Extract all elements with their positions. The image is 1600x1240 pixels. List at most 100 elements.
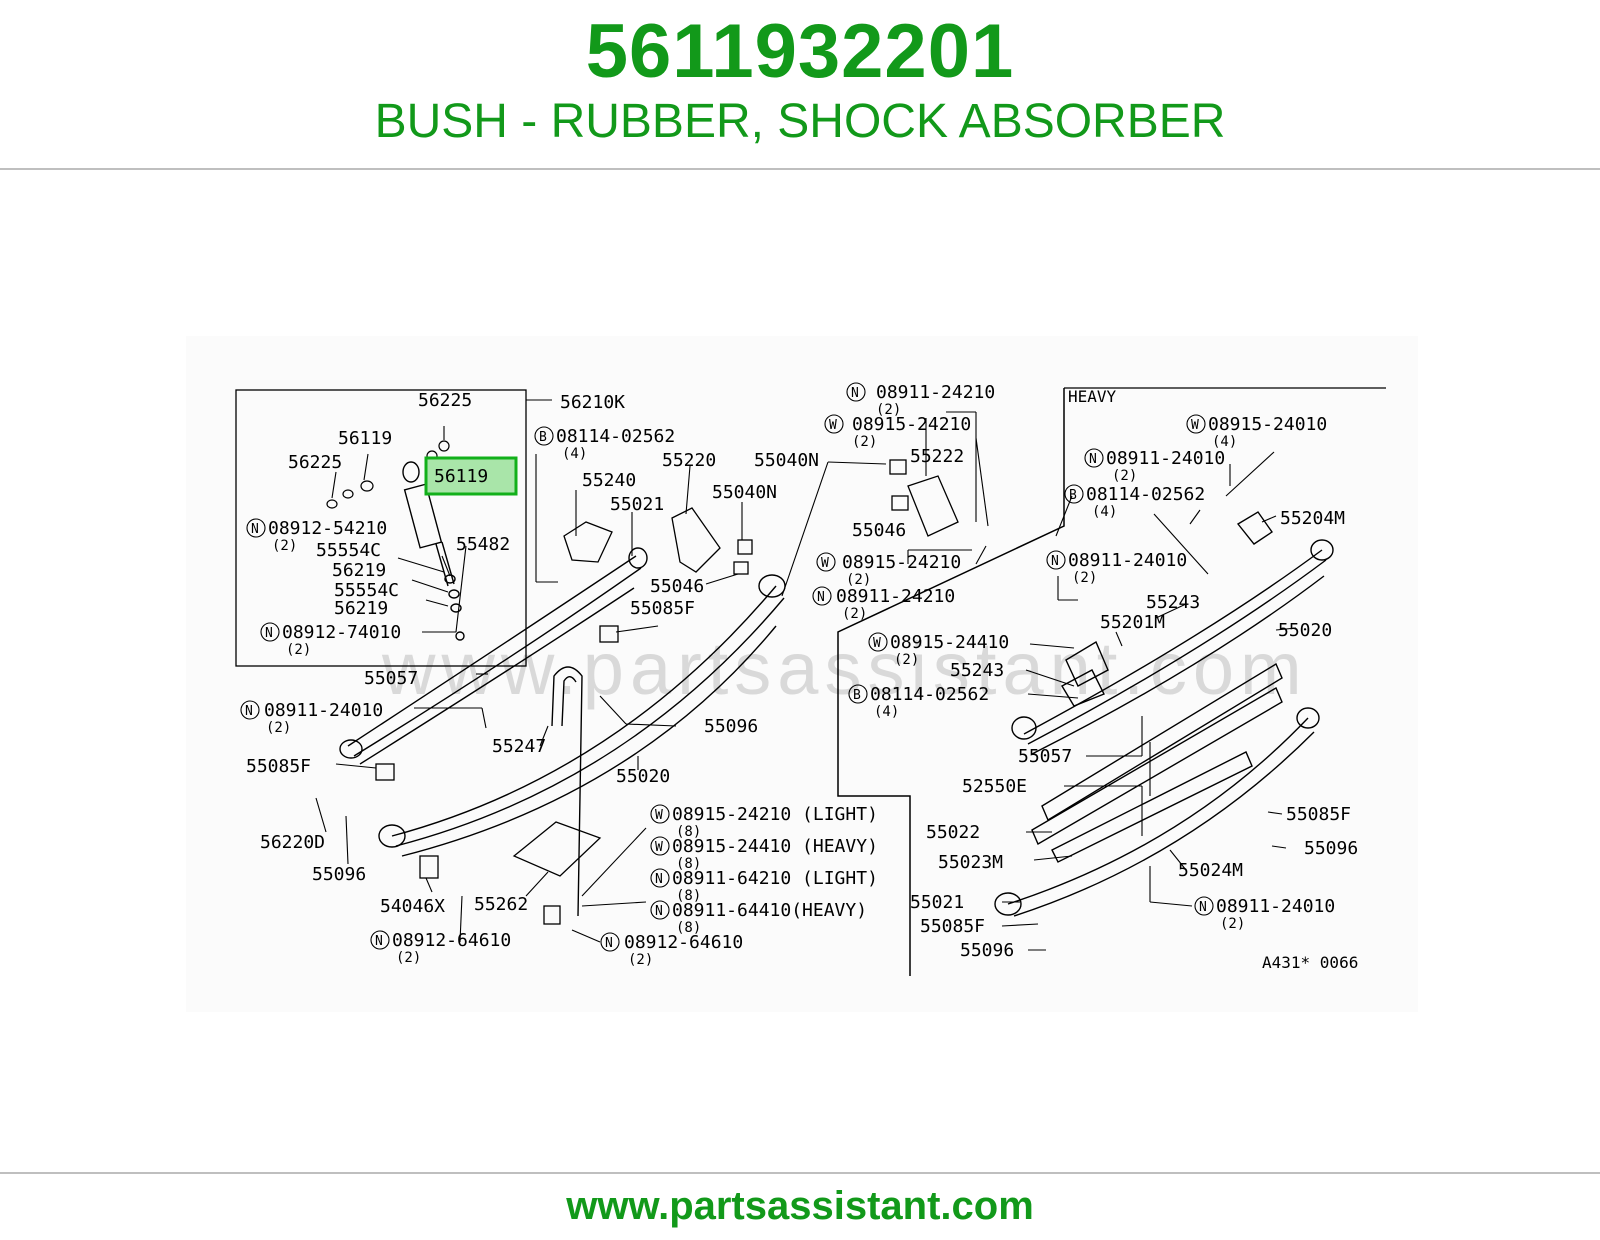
leaf-spring-light	[339, 547, 786, 857]
callout-55040n-2: 55040N	[712, 482, 777, 503]
callout-08915-24410-heavy: 08915-24410 (HEAVY)	[672, 836, 878, 857]
qty-4: (4)	[1092, 504, 1117, 520]
callout-55085f-4: 55085F	[920, 916, 985, 937]
callout-08915-24410: 08915-24410	[890, 632, 1009, 653]
marker-w: W	[829, 418, 837, 433]
callout-08114-02562-2: 08114-02562	[1086, 484, 1205, 505]
qty-2: (2)	[1220, 916, 1245, 932]
marker-n: N	[817, 590, 825, 605]
callout-08912-64610-2: 08912-64610	[624, 932, 743, 953]
marker-b: B	[539, 430, 547, 445]
callout-55040n: 55040N	[754, 450, 819, 471]
leader-lines	[315, 399, 1297, 951]
callout-08912-54210: 08912-54210	[268, 518, 387, 539]
marker-w: W	[655, 808, 663, 823]
u-bolt	[551, 666, 583, 917]
callout-56225: 56225	[288, 452, 342, 473]
callout-08911-24010: 08911-24010	[264, 700, 383, 721]
callout-55046-2: 55046	[852, 520, 906, 541]
callout-55243-2: 55243	[950, 660, 1004, 681]
qty-8: (8)	[676, 920, 701, 936]
callout-56225-top: 56225	[418, 390, 472, 411]
callout-08911-24210: 08911-24210	[876, 382, 995, 403]
marker-n: N	[655, 904, 663, 919]
callout-08114-02562: 08114-02562	[556, 426, 675, 447]
callout-55057-2: 55057	[1018, 746, 1072, 767]
marker-w: W	[1191, 418, 1199, 433]
bushing-washers	[326, 440, 450, 509]
marker-n: N	[245, 704, 253, 719]
callout-55096-4: 55096	[960, 940, 1014, 961]
callout-52550e: 52550E	[962, 776, 1027, 797]
page-header: 5611932201 BUSH - RUBBER, SHOCK ABSORBER	[0, 0, 1600, 168]
part-description: BUSH - RUBBER, SHOCK ABSORBER	[374, 95, 1226, 148]
callout-55021: 55021	[610, 494, 664, 515]
callout-55482: 55482	[456, 534, 510, 555]
callout-08911-24210-2: 08911-24210	[836, 586, 955, 607]
footer-divider	[0, 1172, 1600, 1174]
callout-08915-24210: 08915-24210	[852, 414, 971, 435]
callout-08911-24010-3: 08911-24010	[1068, 550, 1187, 571]
spring-brackets	[375, 459, 959, 879]
qty-2: (2)	[1112, 468, 1137, 484]
marker-w: W	[821, 556, 829, 571]
highlighted-part-box[interactable]	[424, 456, 518, 496]
qty-2: (2)	[1072, 570, 1097, 586]
marker-n: N	[251, 522, 259, 537]
qty-4: (4)	[1212, 434, 1237, 450]
heavy-label: HEAVY	[1068, 387, 1117, 406]
shock-absorber-inset-box	[235, 389, 527, 667]
qty-8: (8)	[676, 888, 701, 904]
qty-8: (8)	[676, 824, 701, 840]
callout-55201m: 55201M	[1100, 612, 1165, 633]
part-number: 5611932201	[585, 9, 1015, 94]
callout-55046: 55046	[650, 576, 704, 597]
leaf-spring-heavy	[994, 511, 1334, 917]
callout-55057: 55057	[364, 668, 418, 689]
marker-n: N	[1089, 452, 1097, 467]
callout-56219-2: 56219	[334, 598, 388, 619]
footer-website-link[interactable]: www.partsassistant.com	[566, 1184, 1034, 1228]
callout-55021-2: 55021	[910, 892, 964, 913]
callout-08915-24210-light: 08915-24210 (LIGHT)	[672, 804, 878, 825]
callout-55085f: 55085F	[630, 598, 695, 619]
callout-55020: 55020	[616, 766, 670, 787]
marker-n: N	[655, 872, 663, 887]
callout-08912-74010: 08912-74010	[282, 622, 401, 643]
qty-8: (8)	[676, 856, 701, 872]
shock-absorber	[402, 461, 465, 641]
marker-letters: N N B N W W N N N N W W N N W N B N W B …	[245, 386, 1207, 951]
parts-diagram: www.partsassistant.com	[186, 336, 1418, 1012]
qty-2: (2)	[272, 538, 297, 554]
marker-circles	[240, 382, 1214, 952]
callout-56210k: 56210K	[560, 392, 625, 413]
callout-55096: 55096	[704, 716, 758, 737]
spring-plate	[512, 821, 602, 925]
callout-56219: 56219	[332, 560, 386, 581]
callout-55022: 55022	[926, 822, 980, 843]
marker-n: N	[851, 386, 859, 401]
callout-55023m: 55023M	[938, 852, 1003, 873]
callout-55085f-2: 55085F	[246, 756, 311, 777]
callout-55247: 55247	[492, 736, 546, 757]
callout-55085f-3: 55085F	[1286, 804, 1351, 825]
marker-w: W	[655, 840, 663, 855]
callout-54046x: 54046X	[380, 896, 445, 917]
callout-08915-24210-2: 08915-24210	[842, 552, 961, 573]
heavy-region-border	[837, 388, 1065, 976]
qty-2: (2)	[894, 652, 919, 668]
qty-2: (2)	[628, 952, 653, 968]
callout-08911-24010-2: 08911-24010	[1106, 448, 1225, 469]
callout-labels: 56225 56210K 56119 56225 08912-54210 (2)…	[246, 382, 1358, 972]
qty-2: (2)	[842, 606, 867, 622]
callout-08911-64410-heavy: 08911-64410(HEAVY)	[672, 900, 867, 921]
qty-2: (2)	[266, 720, 291, 736]
highlighted-part-label[interactable]: 56119	[434, 466, 488, 487]
callout-56119: 56119	[338, 428, 392, 449]
marker-b: B	[1069, 488, 1077, 503]
parts-diagram-svg: www.partsassistant.com	[235, 382, 1386, 976]
callout-55554c-2: 55554C	[334, 580, 399, 601]
callout-08912-64610: 08912-64610	[392, 930, 511, 951]
callout-55222: 55222	[910, 446, 964, 467]
marker-n: N	[605, 936, 613, 951]
